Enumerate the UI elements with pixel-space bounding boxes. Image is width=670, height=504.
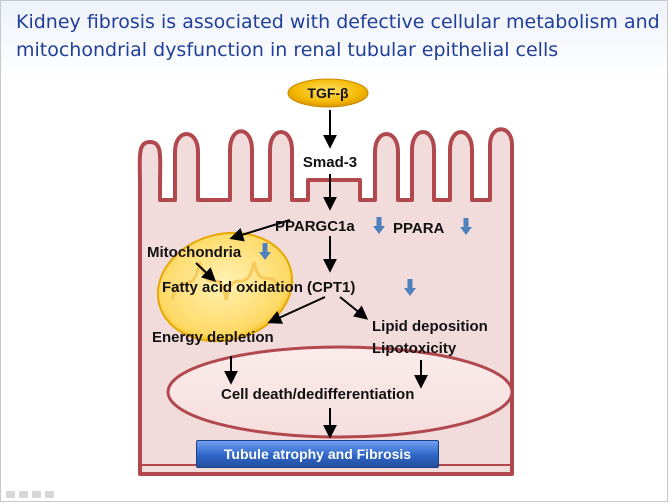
pen-icon[interactable] [19, 491, 28, 498]
ppara-label: PPARA [393, 220, 445, 237]
mitochondria-label: Mitochondria [147, 244, 242, 261]
arrow-fao-energy [267, 296, 326, 324]
arrow-ppargc1a-mito [229, 219, 291, 242]
energy-label: Energy depletion [152, 329, 274, 346]
down-arrow-icon [404, 279, 416, 296]
title-line-1: Kidney fibrosis is associated with defec… [16, 11, 660, 33]
menu-icon[interactable] [32, 491, 41, 498]
slide-title: Kidney fibrosis is associated with defec… [16, 8, 666, 64]
tgfb-node [287, 78, 369, 108]
fao-label: Fatty acid oxidation (CPT1) [162, 279, 355, 296]
title-line-2: mitochondrial dysfunction in renal tubul… [16, 39, 559, 61]
lipotoxicity-label: Lipotoxicity [372, 340, 457, 357]
arrow-fao-lipid [339, 296, 369, 320]
prev-slide-icon[interactable] [6, 491, 15, 498]
outcome-banner: Tubule atrophy and Fibrosis [196, 440, 439, 468]
mitochondria-cristae [170, 261, 280, 301]
mitochondria-organelle [156, 231, 294, 343]
down-arrow-icon [460, 218, 472, 235]
down-arrow-icon [259, 243, 271, 260]
lipid-deposition-label: Lipid deposition [372, 318, 488, 335]
cell-death-label: Cell death/dedifferentiation [221, 386, 414, 403]
next-slide-icon[interactable] [45, 491, 54, 498]
tgfb-label: TGF-β [307, 85, 349, 101]
smad3-label: Smad-3 [303, 154, 357, 171]
slide-controls[interactable] [6, 491, 54, 498]
arrow-mito-fao [195, 262, 217, 282]
nucleus [166, 345, 514, 439]
ppargc1a-label: PPARGC1a [275, 218, 355, 235]
down-arrow-icon [373, 217, 385, 234]
